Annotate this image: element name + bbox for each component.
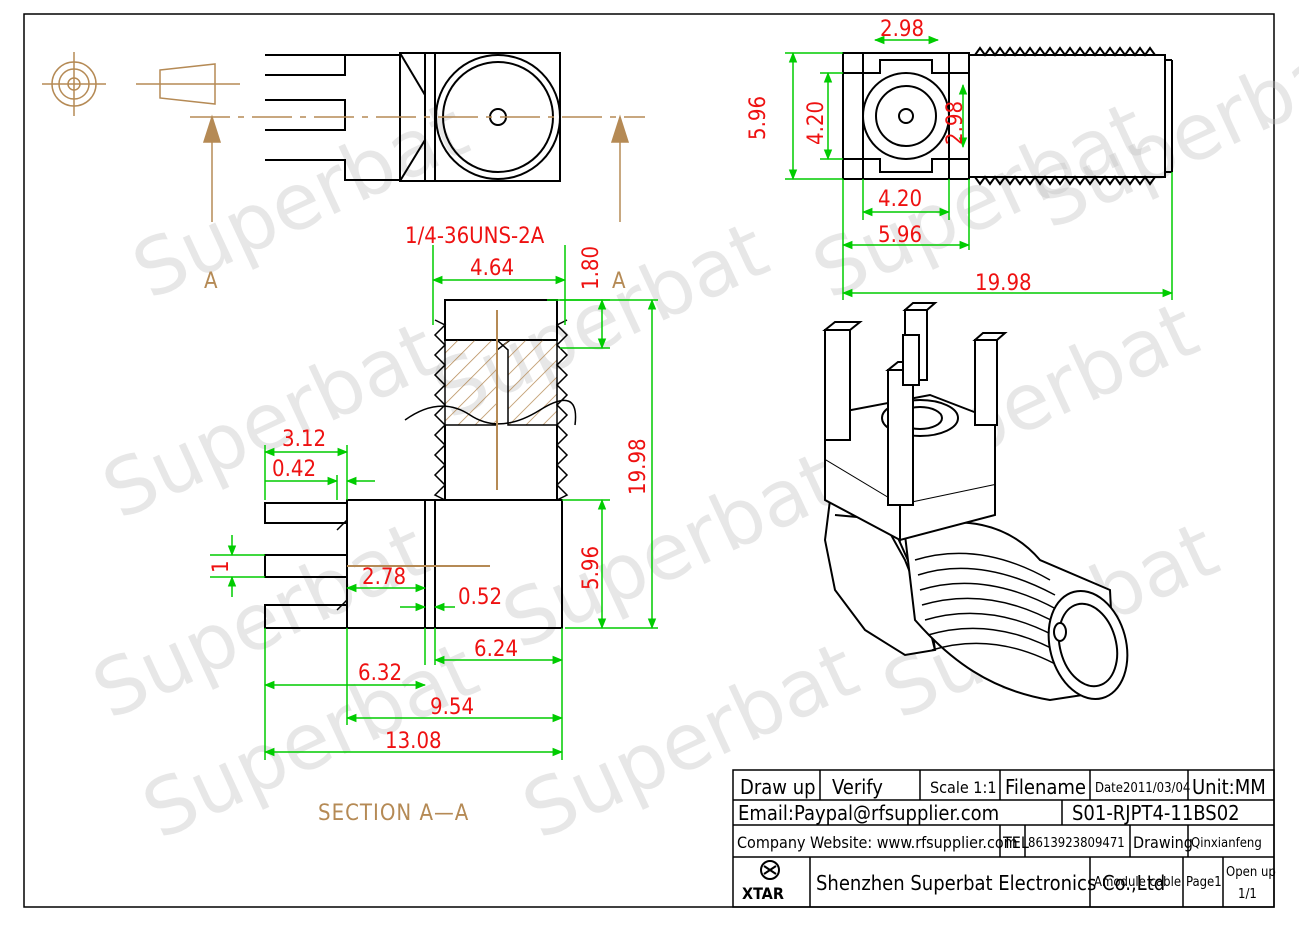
dim-label: 13.08 <box>385 729 442 754</box>
watermark-group: Superbat Superbat Superbat Superbat Supe… <box>80 15 1299 857</box>
tb-draw-up: Draw up <box>740 775 816 799</box>
tb-logo-text: XTAR <box>742 884 784 903</box>
tb-drawing-label: Drawing <box>1133 833 1193 852</box>
drawing-border <box>23 13 1275 908</box>
tb-open-up: Open up <box>1226 865 1276 880</box>
dim-label: 9.54 <box>430 695 474 720</box>
dim-label: 4.64 <box>470 256 514 281</box>
dim-label: 2.78 <box>362 565 406 590</box>
tb-website: Company Website: www.rfsupplier.com <box>737 833 1018 852</box>
dim-label: 6.32 <box>358 661 402 686</box>
dim-label: 5.96 <box>579 546 604 590</box>
dim-label: 0.52 <box>458 585 502 610</box>
dim-label: 1.80 <box>579 246 604 290</box>
front-view <box>842 46 1173 186</box>
watermark-text: Superbat <box>120 85 481 317</box>
section-label-left: A <box>204 269 219 294</box>
section-title: SECTION A—A <box>318 801 469 826</box>
tb-sheets: 1/1 <box>1238 887 1257 902</box>
dim-label: 6.24 <box>474 637 518 662</box>
dim-label: 4.20 <box>878 187 922 212</box>
dimension-lines <box>210 245 658 760</box>
watermark-text: Superbat <box>490 435 851 667</box>
tb-page: Page1 <box>1186 875 1222 890</box>
projection-symbol <box>42 52 240 116</box>
tb-unit: Unit:MM <box>1192 775 1266 799</box>
xtar-logo-icon <box>760 860 780 880</box>
dim-label: 19.98 <box>975 271 1032 296</box>
tb-part-number: S01-RJPT4-11BS02 <box>1072 801 1240 825</box>
tb-verify: Verify <box>832 775 883 799</box>
section-cut-line <box>190 114 645 222</box>
dim-label: 1 <box>209 560 234 573</box>
tb-module: Amodule cable <box>1094 875 1181 890</box>
tb-scale: Scale 1:1 <box>930 778 996 797</box>
thread-spec-label: 1/4-36UNS-2A <box>405 224 545 249</box>
tb-drawer: Qinxianfeng <box>1191 836 1262 851</box>
dim-label: 19.98 <box>626 438 651 495</box>
front-view-dimension-lines <box>785 35 1174 300</box>
dim-label: 5.96 <box>878 223 922 248</box>
dim-label: 2.98 <box>880 17 924 42</box>
dim-label: 5.96 <box>746 96 771 140</box>
section-label-right: A <box>612 269 627 294</box>
tb-tel: 8613923809471 <box>1028 836 1125 851</box>
tb-tel-label: TEL <box>1002 833 1029 852</box>
tb-company: Shenzhen Superbat Electronics Co.,Ltd <box>816 871 1165 895</box>
tb-date: Date2011/03/04 <box>1095 781 1190 796</box>
dim-label: 4.20 <box>804 101 829 145</box>
dim-label: 0.42 <box>272 457 316 482</box>
tb-email: Email:Paypal@rfsupplier.com <box>738 801 999 825</box>
isometric-view <box>822 302 1129 702</box>
tb-filename: Filename <box>1005 775 1086 799</box>
title-block <box>732 769 1275 908</box>
dim-label: 3.12 <box>282 427 326 452</box>
dim-label: 2.98 <box>943 101 968 145</box>
